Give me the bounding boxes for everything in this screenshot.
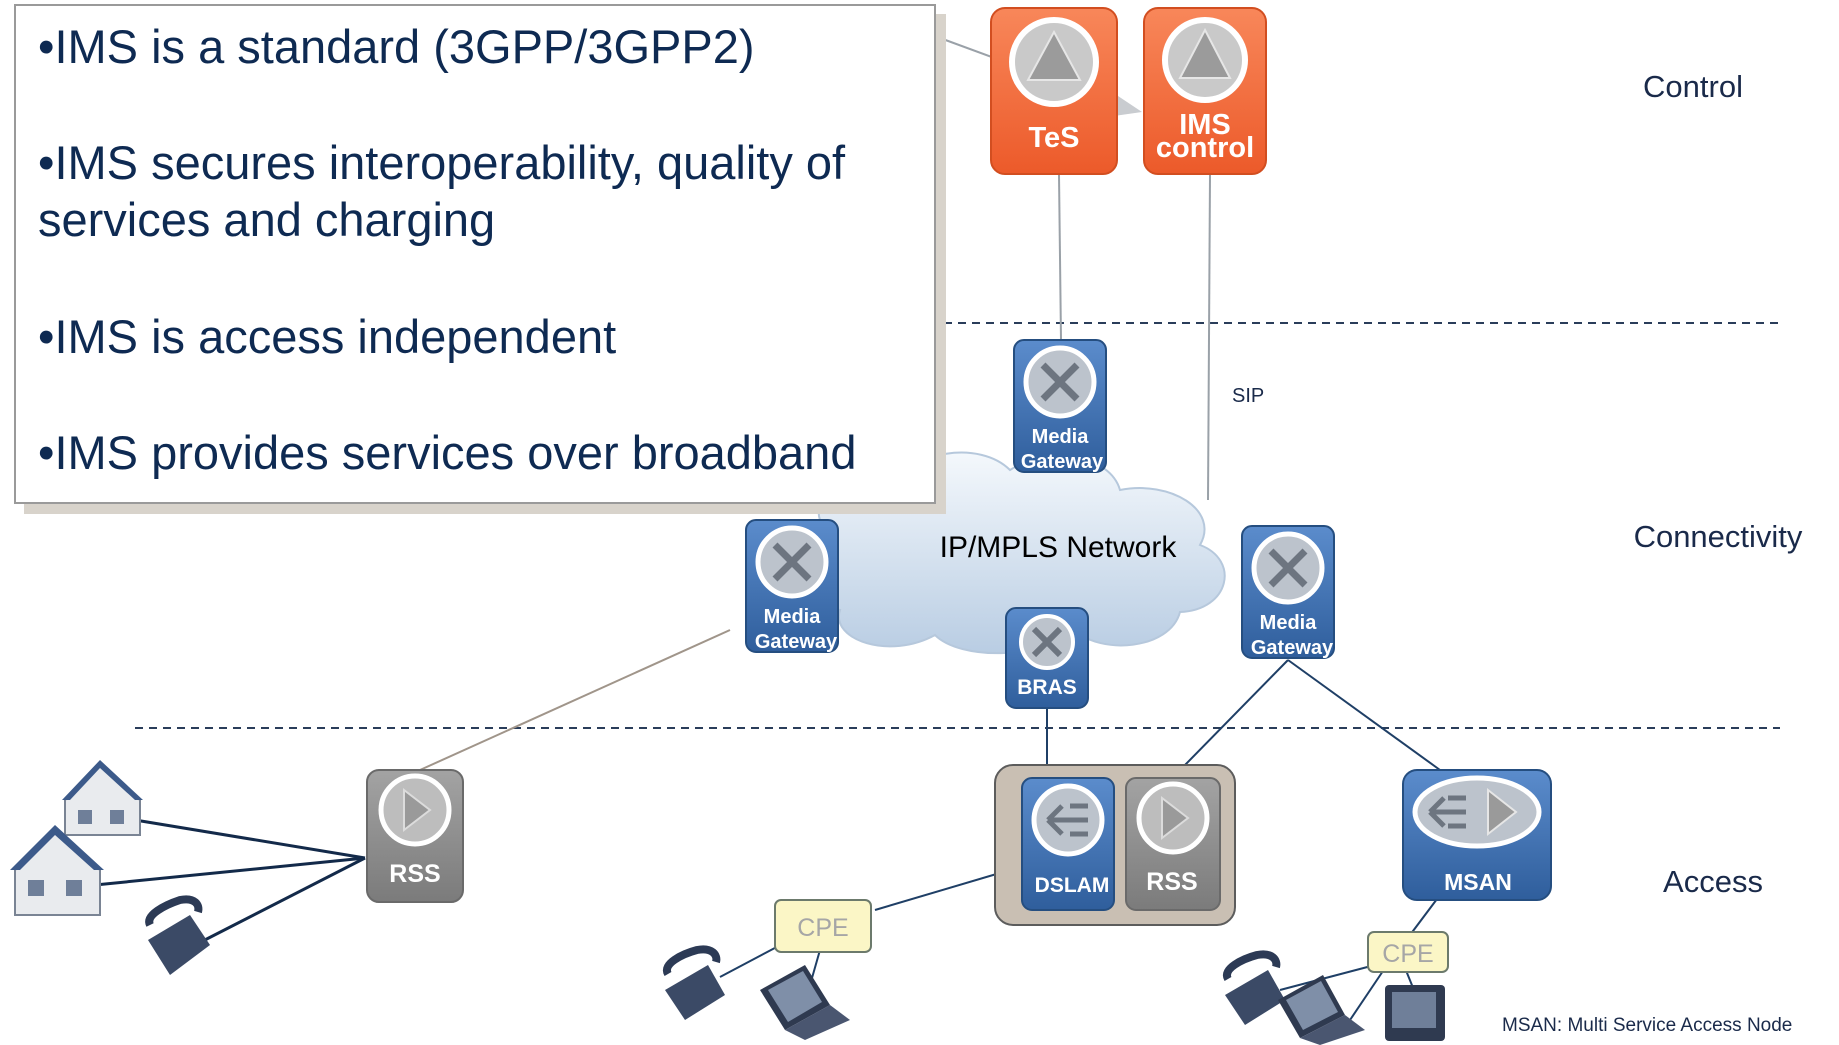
- play-icon: [1487, 787, 1518, 837]
- bras-node[interactable]: BRAS: [1005, 607, 1089, 709]
- link-ims-sip: [1207, 174, 1211, 501]
- media-gateway-top-node[interactable]: Media Gateway: [1013, 339, 1107, 473]
- control-triangle-icon: [1178, 27, 1232, 79]
- ims-facts-box: •IMS is a standard (3GPP/3GPP2) •IMS sec…: [14, 4, 936, 504]
- media-gateway-top-line1: Media: [1032, 426, 1090, 448]
- media-gateway-right-node[interactable]: Media Gateway: [1241, 525, 1335, 659]
- phone-icon: [663, 945, 725, 1020]
- split-arrows-icon: [1428, 795, 1466, 829]
- link-msan-cpe: [1409, 894, 1441, 936]
- router-cross-icon: [1040, 362, 1080, 402]
- sip-label: SIP: [1232, 385, 1264, 407]
- split-arrows-icon: [1046, 803, 1088, 837]
- cpe-mid-label: CPE: [797, 914, 848, 942]
- cpe-right-box[interactable]: CPE: [1367, 931, 1449, 973]
- tes-node[interactable]: TeS: [990, 7, 1118, 175]
- house-icon: [10, 825, 104, 916]
- play-icon: [1161, 795, 1190, 841]
- ims-control-label-line1: IMS: [1179, 109, 1231, 141]
- rss-mid-label: RSS: [1146, 868, 1197, 896]
- ims-control-node[interactable]: IMS control: [1143, 7, 1267, 175]
- msan-label: MSAN: [1444, 869, 1512, 895]
- bullet-standard: •IMS is a standard (3GPP/3GPP2): [38, 20, 755, 73]
- dslam-node[interactable]: DSLAM: [1021, 777, 1115, 911]
- pointer-arrowhead: [1114, 96, 1142, 116]
- tes-label: TeS: [1028, 122, 1079, 154]
- media-gateway-left-line2: Gateway: [755, 631, 838, 653]
- laptop-icon: [1278, 975, 1365, 1045]
- rss-mid-node[interactable]: RSS: [1125, 777, 1221, 911]
- layer-label-control: Control: [1643, 69, 1743, 104]
- dslam-label: DSLAM: [1035, 874, 1110, 897]
- rss-left-label: RSS: [389, 860, 440, 888]
- tv-icon: [1385, 985, 1445, 1041]
- media-gateway-top-line2: Gateway: [1021, 451, 1104, 473]
- control-triangle-icon: [1026, 29, 1082, 81]
- router-cross-icon: [1031, 626, 1063, 658]
- media-gateway-left-node[interactable]: Media Gateway: [745, 519, 839, 653]
- link-mgright-msan: [1287, 659, 1441, 771]
- layer-label-access: Access: [1663, 864, 1763, 899]
- bullet-interoperability: •IMS secures interoperability, quality o…: [38, 136, 846, 246]
- house-icon: [62, 760, 143, 836]
- router-cross-icon: [1268, 548, 1308, 588]
- cloud-label: IP/MPLS Network: [940, 531, 1178, 564]
- link-tes-mg: [1058, 174, 1062, 341]
- ims-control-label-line2: control: [1156, 132, 1254, 164]
- link-cpe2-phone: [1279, 964, 1376, 991]
- bullet-broadband: •IMS provides services over broadband: [38, 426, 857, 479]
- footnote: MSAN: Multi Service Access Node: [1502, 1015, 1792, 1036]
- media-gateway-right-line1: Media: [1260, 612, 1318, 634]
- router-cross-icon: [772, 542, 812, 582]
- media-gateway-right-line2: Gateway: [1251, 637, 1334, 659]
- link-rss-phone: [194, 856, 366, 947]
- rss-left-node[interactable]: RSS: [366, 769, 464, 903]
- bras-label: BRAS: [1017, 676, 1077, 699]
- media-gateway-left-line1: Media: [764, 606, 822, 628]
- link-rss-house2: [94, 856, 366, 887]
- link-cpe2-laptop: [1349, 967, 1386, 1021]
- link-mgleft-rss: [419, 629, 731, 771]
- cpe-right-label: CPE: [1382, 940, 1433, 968]
- link-rss-house1: [134, 818, 366, 860]
- link-mgright-dslam: [1184, 659, 1289, 766]
- msan-node[interactable]: MSAN: [1402, 769, 1552, 901]
- bullet-access-independent: •IMS is access independent: [38, 310, 617, 363]
- layer-label-connectivity: Connectivity: [1634, 519, 1803, 554]
- link-dslam-cpe: [874, 869, 1011, 911]
- laptop-icon: [760, 965, 850, 1040]
- phone-icon: [145, 895, 210, 975]
- cpe-mid-box[interactable]: CPE: [774, 899, 872, 953]
- play-icon: [403, 787, 432, 833]
- phone-icon: [1223, 950, 1285, 1025]
